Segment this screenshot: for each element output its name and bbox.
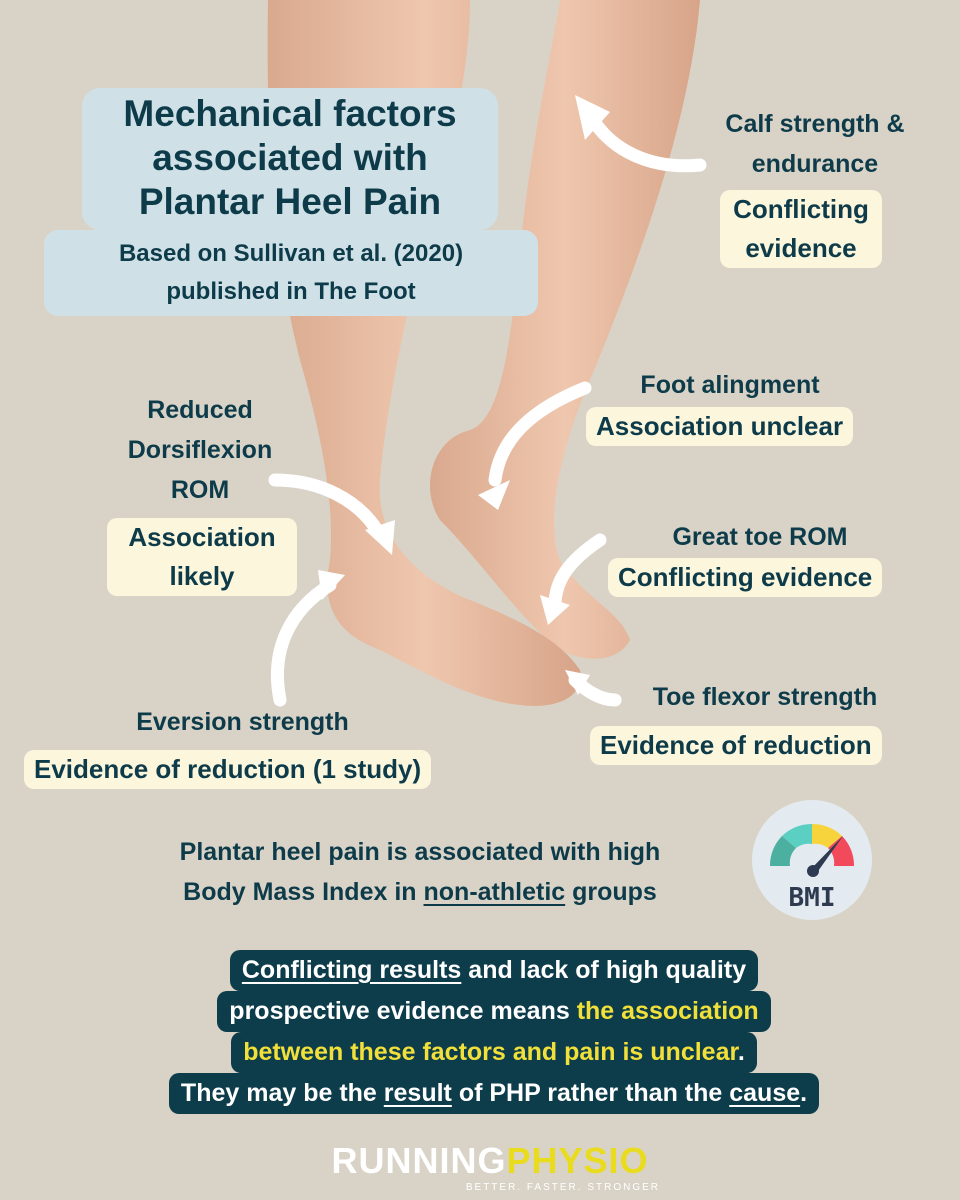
- dorsiflexion-evidence: Association likely: [107, 518, 297, 596]
- runningphysio-logo: RUNNINGPHYSIO BETTER. FASTER. STRONGER: [300, 1140, 680, 1193]
- dorsiflexion-label: Reduced Dorsiflexion ROM: [100, 390, 300, 510]
- great-toe-evidence: Conflicting evidence: [608, 558, 883, 597]
- title-line: Plantar Heel Pain: [138, 181, 442, 222]
- text: and lack of high quality: [461, 956, 747, 984]
- evidence-line: evidence: [745, 233, 857, 263]
- highlight-text: between these factors and pain is unclea…: [243, 1038, 738, 1066]
- logo-part: PHYSIO: [506, 1140, 649, 1181]
- bmi-icon-text: BMI: [789, 883, 836, 913]
- conclusion-line: between these factors and pain is unclea…: [231, 1032, 757, 1073]
- underlined-text: result: [383, 1079, 452, 1107]
- underlined-text: cause: [729, 1079, 801, 1107]
- eversion-evidence: Evidence of reduction (1 study): [24, 750, 432, 789]
- logo-wordmark: RUNNINGPHYSIO: [300, 1140, 680, 1182]
- text: groups: [565, 878, 657, 906]
- arrows: [268, 108, 707, 707]
- underlined-text: Conflicting results: [241, 956, 462, 984]
- source-citation: Based on Sullivan et al. (2020) publishe…: [44, 230, 538, 316]
- text: of PHP rather than the: [451, 1079, 730, 1107]
- title-line: associated with: [152, 137, 428, 178]
- conclusion-line: Conflicting results and lack of high qua…: [229, 950, 759, 991]
- title-box: Mechanical factors associated with Plant…: [82, 88, 498, 230]
- foot-alignment-label: Foot alingment: [640, 371, 820, 399]
- calf-evidence: Conflicting evidence: [720, 190, 882, 268]
- bmi-line: Plantar heel pain is associated with hig…: [179, 838, 661, 866]
- arrowheads: [318, 95, 610, 695]
- underlined-text: non-athletic: [423, 878, 566, 906]
- title-line: Mechanical factors: [123, 93, 457, 134]
- evidence-line: likely: [169, 561, 235, 591]
- text: They may be the: [180, 1079, 384, 1107]
- logo-part: RUNNING: [331, 1140, 507, 1181]
- bmi-line: Body Mass Index in non-athletic groups: [90, 872, 750, 912]
- source-line: Based on Sullivan et al. (2020): [118, 240, 464, 267]
- label-line: endurance: [751, 150, 879, 178]
- label-line: Dorsiflexion: [127, 436, 273, 464]
- text: .: [800, 1079, 808, 1107]
- text: prospective evidence means: [229, 997, 577, 1025]
- foot-alignment-evidence: Association unclear: [586, 407, 854, 446]
- logo-tagline: BETTER. FASTER. STRONGER: [465, 1182, 660, 1193]
- label-line: Calf strength &: [725, 110, 905, 138]
- label-line: Reduced: [147, 396, 253, 424]
- source-line: published in The Foot: [166, 278, 416, 305]
- eversion-label: Eversion strength: [136, 708, 349, 736]
- evidence-line: Association: [128, 522, 276, 552]
- bmi-gauge-icon: BMI: [752, 800, 872, 920]
- bmi-statement: Plantar heel pain is associated with hig…: [90, 832, 750, 912]
- conclusion-line: prospective evidence means the associati…: [217, 991, 771, 1032]
- label-line: ROM: [170, 476, 230, 504]
- toe-flexor-evidence: Evidence of reduction: [590, 726, 882, 765]
- conclusion-box: Conflicting results and lack of high qua…: [70, 950, 918, 1114]
- highlight-text: the association: [576, 997, 759, 1025]
- toe-flexor-label: Toe flexor strength: [652, 683, 878, 711]
- conclusion-line: They may be the result of PHP rather tha…: [168, 1073, 820, 1114]
- great-toe-label: Great toe ROM: [672, 523, 848, 551]
- page-title: Mechanical factors associated with Plant…: [82, 88, 498, 224]
- calf-label: Calf strength & endurance: [690, 104, 940, 184]
- evidence-line: Conflicting: [733, 194, 869, 224]
- text: .: [737, 1038, 745, 1066]
- text: Body Mass Index in: [183, 878, 424, 906]
